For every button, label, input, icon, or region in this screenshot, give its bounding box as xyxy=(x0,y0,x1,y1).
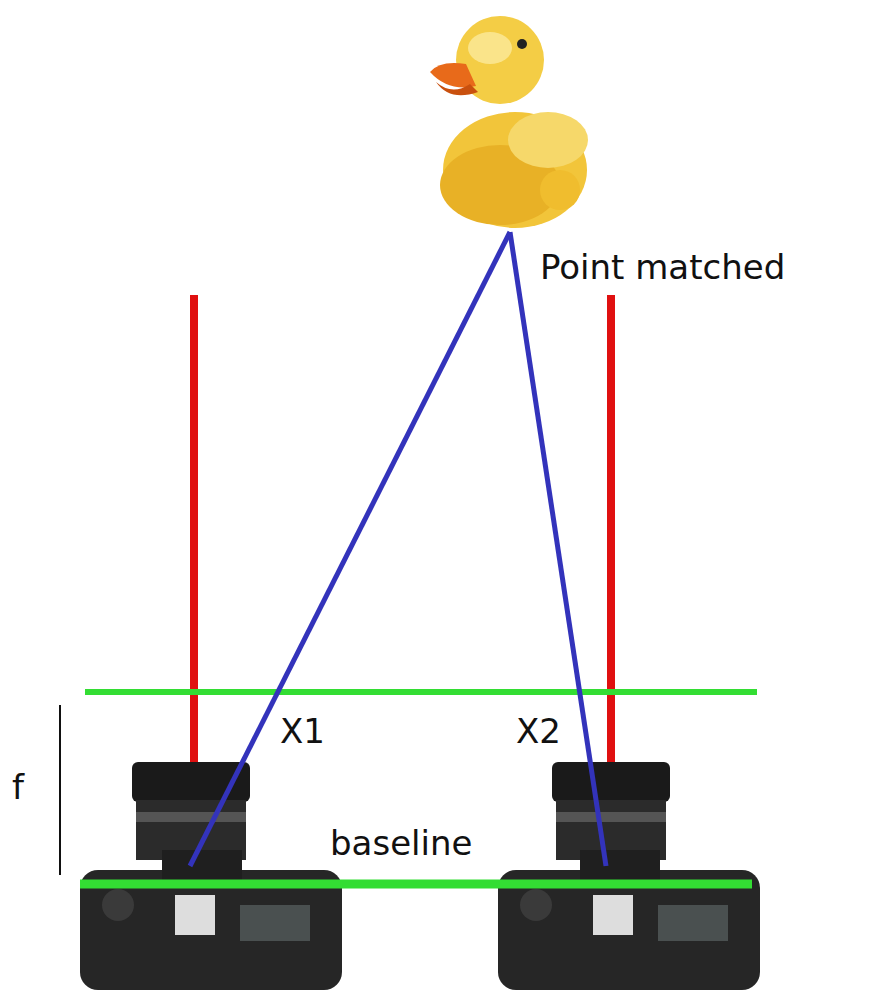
baseline-label: baseline xyxy=(328,824,474,863)
ray-line xyxy=(190,232,510,866)
camera-picture xyxy=(80,762,342,990)
point-label: Point matched xyxy=(538,248,787,287)
ray-line xyxy=(510,232,606,866)
camera-picture xyxy=(498,762,760,990)
focal-length-label: f xyxy=(10,768,26,807)
duck-picture xyxy=(430,16,588,228)
baseline-line xyxy=(80,880,752,889)
image-plane-line xyxy=(85,689,757,695)
focal-length-bar xyxy=(59,705,61,875)
coordinate-label: X1 xyxy=(278,712,327,751)
coordinate-label: X2 xyxy=(514,712,563,751)
